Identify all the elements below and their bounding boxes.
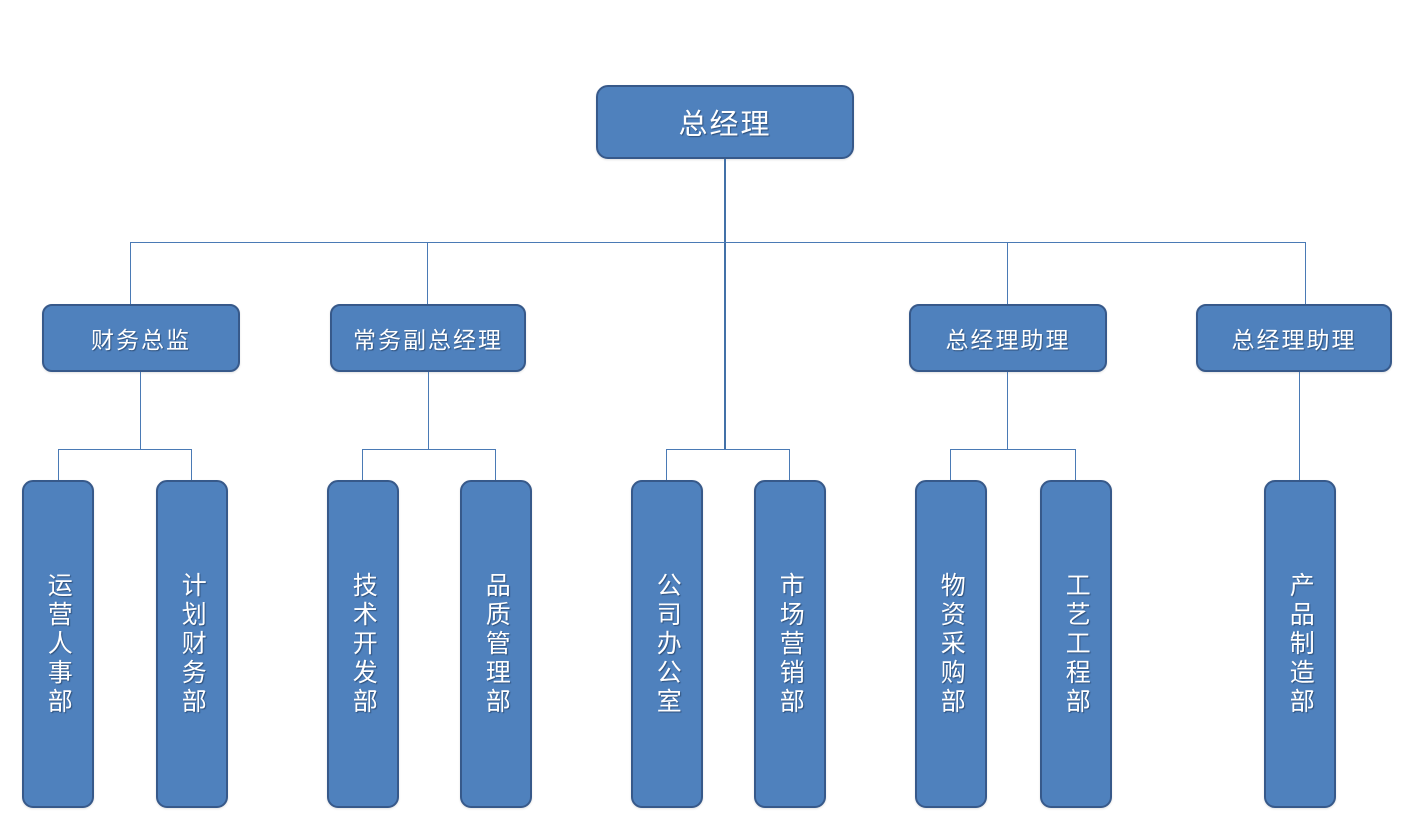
node-dept-company-office[interactable]: 公司办公室 (631, 480, 703, 808)
node-label: 常务副总经理 (353, 328, 503, 354)
connector-stem-assistant-2 (1299, 372, 1300, 480)
node-gm-assistant-2[interactable]: 总经理助理 (1196, 304, 1392, 372)
connector-bus-finance-group (58, 449, 192, 450)
connector-bus-assistant-1-group (950, 449, 1076, 450)
node-dept-quality-management[interactable]: 品质管理部 (460, 480, 532, 808)
node-label: 运营人事部 (44, 571, 74, 717)
node-dept-process-engineering[interactable]: 工艺工程部 (1040, 480, 1112, 808)
connector-drop-assistant-2 (1305, 242, 1306, 304)
node-label: 产品制造部 (1286, 571, 1316, 717)
node-label: 技术开发部 (349, 571, 379, 717)
connector-drop-deputy-gm (427, 242, 428, 304)
connector-bus-direct-group (666, 449, 790, 450)
connector-stem-finance-director (140, 372, 141, 449)
node-general-manager[interactable]: 总经理 (596, 85, 854, 159)
node-label: 公司办公室 (653, 571, 683, 717)
node-gm-assistant-1[interactable]: 总经理助理 (909, 304, 1107, 372)
node-label: 财务总监 (91, 328, 191, 354)
connector-drop-procurement (950, 449, 951, 480)
connector-root-trunk (724, 159, 726, 449)
node-label: 市场营销部 (776, 571, 806, 717)
node-dept-product-manufacturing[interactable]: 产品制造部 (1264, 480, 1336, 808)
connector-drop-assistant-1 (1007, 242, 1008, 304)
node-dept-operations-hr[interactable]: 运营人事部 (22, 480, 94, 808)
node-label: 计划财务部 (178, 571, 208, 717)
node-dept-planning-finance[interactable]: 计划财务部 (156, 480, 228, 808)
node-label: 总经理 (678, 107, 772, 141)
connector-drop-planning-finance (191, 449, 192, 480)
node-finance-director[interactable]: 财务总监 (42, 304, 240, 372)
node-dept-marketing[interactable]: 市场营销部 (754, 480, 826, 808)
connector-drop-company-office (666, 449, 667, 480)
node-label: 品质管理部 (482, 571, 512, 717)
node-dept-procurement[interactable]: 物资采购部 (915, 480, 987, 808)
connector-drop-process-engineering (1075, 449, 1076, 480)
connector-bus-deputy-group (362, 449, 496, 450)
connector-drop-operations-hr (58, 449, 59, 480)
node-label: 工艺工程部 (1062, 571, 1092, 717)
connector-stem-deputy-gm (428, 372, 429, 449)
connector-drop-tech-development (362, 449, 363, 480)
connector-drop-marketing (789, 449, 790, 480)
node-label: 总经理助理 (945, 328, 1071, 354)
connector-drop-finance-director (130, 242, 131, 304)
node-label: 物资采购部 (937, 571, 967, 717)
connector-main-bus (130, 242, 1306, 243)
node-label: 总经理助理 (1231, 328, 1357, 354)
connector-drop-quality-management (495, 449, 496, 480)
node-dept-tech-development[interactable]: 技术开发部 (327, 480, 399, 808)
node-deputy-general-manager[interactable]: 常务副总经理 (330, 304, 526, 372)
connector-stem-assistant-1 (1007, 372, 1008, 449)
